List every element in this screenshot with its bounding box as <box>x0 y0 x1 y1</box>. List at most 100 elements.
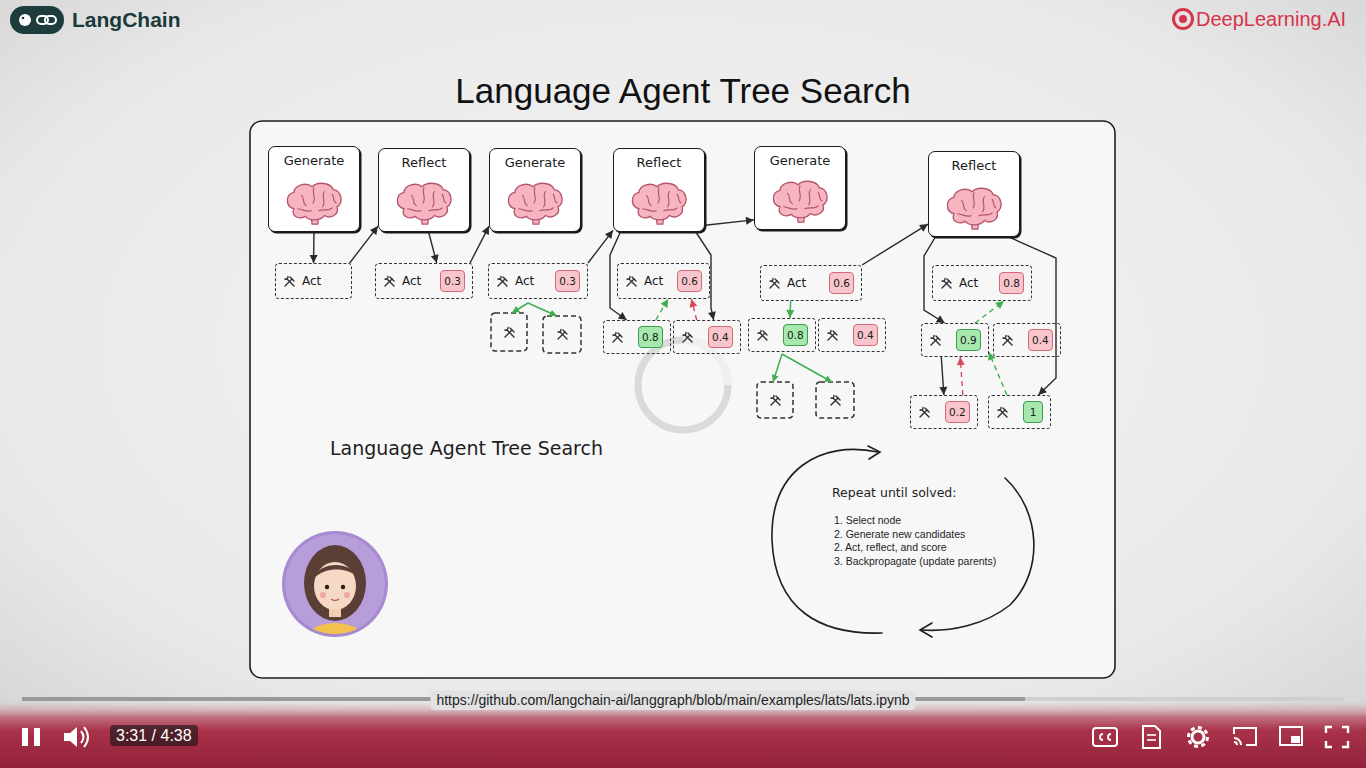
arrow-head <box>310 255 318 263</box>
action-label: Act <box>644 274 663 288</box>
action-node: Act 0.8 <box>932 265 1032 301</box>
connector-line <box>789 301 791 318</box>
step-item: 2. Generate new candidates <box>834 528 965 541</box>
connector-arrow <box>429 232 439 263</box>
action-label: Act <box>302 274 321 288</box>
action-label: Act <box>959 276 978 290</box>
step-label: Reflect <box>937 158 1011 173</box>
connector-arrow <box>588 230 613 263</box>
score-badge: 0.4 <box>853 324 878 346</box>
score-badge: 0.8 <box>783 324 808 346</box>
arrow-head <box>919 224 928 232</box>
connector-arrow <box>862 224 928 265</box>
score-badge: 0.3 <box>555 270 580 292</box>
action-node: Act 0.3 <box>488 263 588 299</box>
tree-node: 1 <box>988 395 1051 429</box>
loop-heading: Repeat until solved: <box>832 485 957 500</box>
agent-step-box: Generate <box>754 146 846 230</box>
connector-line <box>862 224 928 265</box>
source-url: https://github.com/langchain-ai/langgrap… <box>430 691 915 710</box>
diagram-title: Language Agent Tree Search <box>455 70 910 112</box>
score-badge: 0.2 <box>945 401 970 423</box>
arrow-head <box>708 311 716 320</box>
step-label: Generate <box>763 153 837 168</box>
connector-arrow <box>988 352 1007 395</box>
empty-tool-node <box>491 313 854 418</box>
connector-arrow <box>975 301 1004 323</box>
tool-icon <box>918 406 931 419</box>
tool-icon <box>496 275 509 288</box>
connector-line <box>691 299 696 320</box>
connector-arrow <box>470 226 489 263</box>
agent-step-box: Generate <box>489 148 581 232</box>
agent-step-box: Reflect <box>613 148 705 232</box>
connector-arrow <box>1009 237 1056 395</box>
step-item: 2. Act, reflect, and score <box>834 541 947 554</box>
tree-node: 0.4 <box>673 320 741 354</box>
connector-line <box>975 301 1004 323</box>
connector-line <box>588 230 613 263</box>
score-badge: 0.8 <box>638 326 663 348</box>
action-label: Act <box>402 274 421 288</box>
tool-icon <box>756 329 769 342</box>
presenter-avatar <box>282 531 388 667</box>
arrow-head <box>605 230 613 239</box>
action-label: Act <box>515 274 534 288</box>
tool-icon <box>1001 334 1014 347</box>
tool-icon <box>940 277 953 290</box>
arrow-head <box>370 226 378 235</box>
score-badge: 0.4 <box>1028 329 1053 351</box>
diagram-label: Language Agent Tree Search <box>330 437 603 460</box>
connector-arrow <box>939 357 947 395</box>
arrow-head <box>431 254 439 263</box>
arrow-head <box>995 301 1004 309</box>
arrow-head <box>618 312 627 320</box>
step-label: Reflect <box>622 155 696 170</box>
brain-icon <box>627 180 691 226</box>
score-badge: 0.4 <box>708 326 733 348</box>
connector-line <box>470 226 489 263</box>
arrow-head <box>957 357 965 365</box>
tree-node: 0.8 <box>748 318 816 352</box>
connector-arrow <box>786 301 794 318</box>
tool-icon <box>625 275 638 288</box>
score-badge: 0.8 <box>999 272 1024 294</box>
agent-step-box: Reflect <box>378 148 470 232</box>
tree-node: 0.4 <box>818 318 886 352</box>
brain-icon <box>768 178 832 224</box>
diagram-frame <box>250 121 1115 678</box>
deeplearning-logo <box>1174 10 1193 29</box>
connector-arrow <box>705 217 754 225</box>
tool-icon <box>681 331 694 344</box>
connector-arrow <box>310 232 318 263</box>
arrow-head <box>786 310 794 318</box>
score-badge: 0.6 <box>677 270 702 292</box>
arrow-head <box>746 217 754 225</box>
action-node: Act 0.3 <box>375 263 473 299</box>
connector-line <box>429 232 437 263</box>
arrow-head <box>482 226 489 235</box>
brand-name: LangChain <box>72 7 181 32</box>
tool-icon <box>383 275 396 288</box>
step-label: Generate <box>277 153 351 168</box>
action-node: Act <box>275 263 352 299</box>
action-node: Act0.6 <box>760 265 862 301</box>
connector-arrow <box>957 357 965 395</box>
connector-line <box>313 232 315 263</box>
arrow-head <box>939 387 947 395</box>
arrow-head <box>936 315 945 323</box>
loop-arrow <box>772 446 1034 637</box>
tool-icon <box>826 329 839 342</box>
player-controls <box>22 726 1348 748</box>
arrow-head <box>661 299 669 308</box>
brain-icon <box>392 180 456 226</box>
score-badge: 1 <box>1023 401 1043 423</box>
agent-step-box: Generate <box>268 146 360 232</box>
connector-line <box>1009 237 1056 395</box>
tree-node: 0.4 <box>993 323 1061 357</box>
step-label: Reflect <box>387 155 461 170</box>
score-badge: 0.3 <box>440 270 465 292</box>
